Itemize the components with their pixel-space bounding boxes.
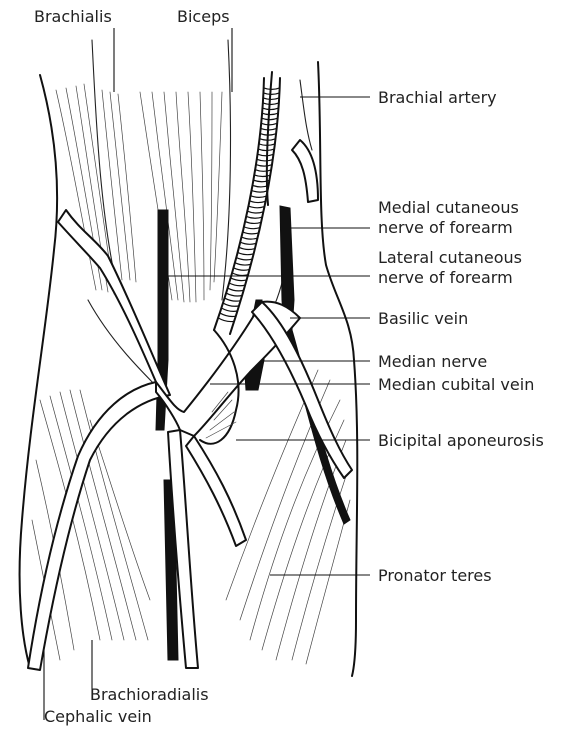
artery-coil-ring — [231, 278, 247, 281]
artery-coil-ring — [258, 154, 274, 156]
basilic-vein-shape — [252, 302, 352, 478]
label-lateral-cutaneous-2: nerve of forearm — [378, 268, 513, 287]
artery-coil-ring — [263, 93, 279, 95]
pronator-teres-fibers — [226, 370, 350, 664]
artery-coil-ring — [239, 247, 255, 249]
label-median-nerve: Median nerve — [378, 352, 487, 371]
label-bicipital-aponeurosis: Bicipital aponeurosis — [378, 431, 544, 450]
artery-coil-ring — [254, 175, 270, 177]
artery-coil-ring — [263, 108, 279, 110]
label-medial-cutaneous-2: nerve of forearm — [378, 218, 513, 237]
artery-coil-ring — [218, 318, 234, 322]
artery-coil-ring — [263, 103, 279, 105]
artery-coil-ring — [251, 196, 267, 198]
label-lateral-cutaneous-1: Lateral cutaneous — [378, 248, 522, 267]
artery-coil-ring — [223, 303, 239, 306]
artery-coil-ring — [232, 273, 248, 276]
artery-coil-ring — [252, 190, 268, 192]
artery-coil-ring — [246, 216, 262, 218]
label-brachialis: Brachialis — [34, 7, 112, 26]
leader-lines — [44, 28, 370, 720]
artery-coil-ring — [262, 113, 278, 115]
artery-coil-ring — [256, 165, 272, 167]
label-medial-cutaneous-1: Medial cutaneous — [378, 198, 519, 217]
artery-coil-ring — [257, 159, 273, 161]
artery-coil-ring — [226, 293, 242, 296]
label-median-cubital-vein: Median cubital vein — [378, 375, 534, 394]
artery-coil-ring — [248, 206, 264, 208]
label-brachioradialis: Brachioradialis — [90, 685, 209, 704]
artery-coil-ring — [242, 237, 258, 239]
label-basilic-vein: Basilic vein — [378, 309, 468, 328]
artery-coil-ring — [247, 211, 263, 213]
artery-coil-ring — [229, 283, 245, 286]
artery-coil-ring — [225, 298, 241, 301]
artery-coil-ring — [234, 268, 250, 270]
artery-coil-ring — [235, 263, 251, 265]
artery-coil-ring — [245, 222, 261, 224]
artery-coil-ring — [244, 227, 260, 229]
label-brachial-artery: Brachial artery — [378, 88, 497, 107]
artery-coil-ring — [236, 258, 252, 260]
artery-coil-ring — [255, 170, 271, 172]
artery-coil-ring — [243, 232, 259, 234]
artery-coil-ring — [220, 313, 236, 317]
artery-coil-ring — [240, 242, 256, 244]
brachial-artery — [214, 78, 280, 334]
artery-coil-ring — [221, 308, 237, 311]
veins — [28, 140, 352, 670]
artery-coil-ring — [263, 98, 279, 100]
artery-coil-ring — [250, 201, 266, 203]
artery-coil-ring — [262, 118, 278, 120]
upper-basilic-vein — [292, 140, 318, 202]
cephalic-vein-shape — [28, 210, 170, 670]
lateral-forearm-vein — [186, 436, 246, 546]
label-pronator-teres: Pronator teres — [378, 566, 492, 585]
artery-coil-ring — [238, 252, 254, 254]
label-cephalic-vein: Cephalic vein — [44, 707, 152, 726]
label-biceps: Biceps — [177, 7, 230, 26]
artery-coil-ring — [258, 149, 274, 151]
artery-coil-ring — [228, 288, 244, 291]
biceps-fibers — [140, 92, 222, 302]
